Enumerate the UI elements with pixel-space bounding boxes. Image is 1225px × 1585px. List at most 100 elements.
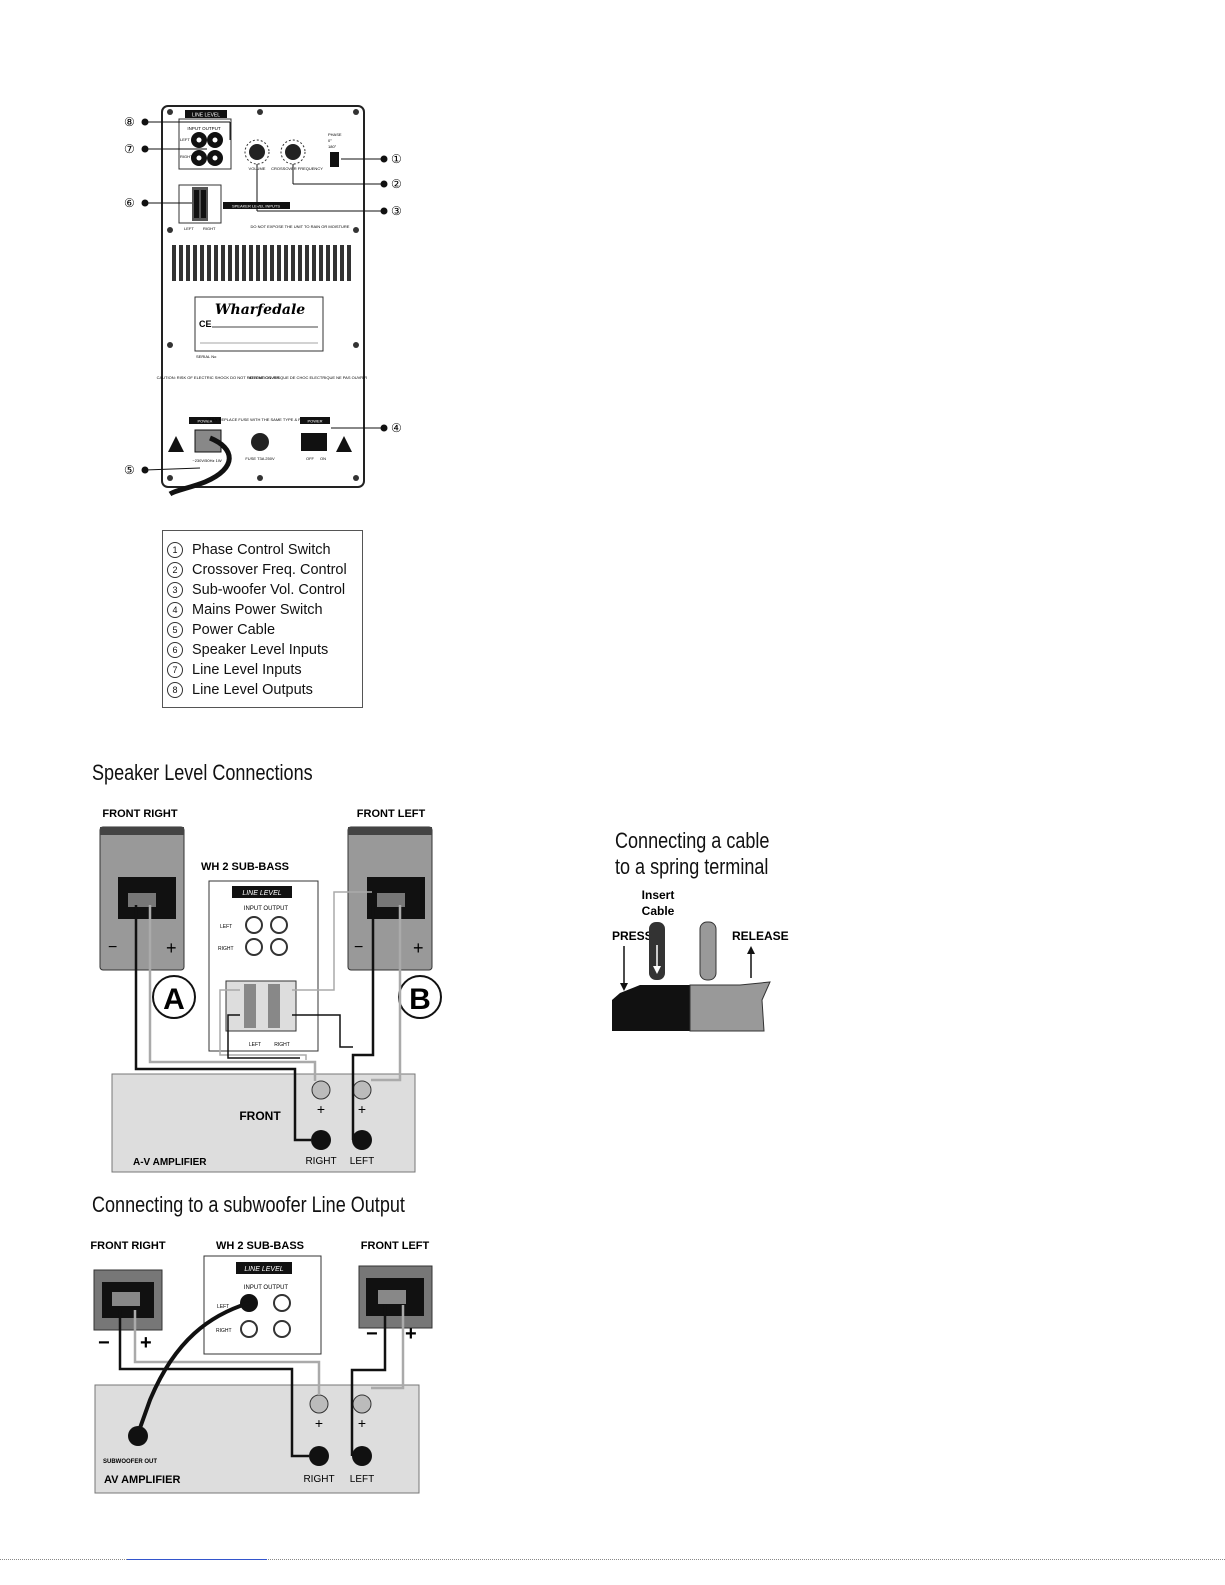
marker-a: [152, 975, 196, 1019]
amp-right-plus: +: [317, 1101, 325, 1117]
release-label: RELEASE: [732, 929, 789, 943]
fuse-label: FUSE T3A 250V: [245, 456, 275, 461]
callout-3: ③: [391, 204, 402, 218]
vent-slot: [172, 245, 176, 281]
legend-item: 5 Power Cable: [167, 620, 362, 640]
legend-number: 8: [167, 682, 183, 698]
vent-slot: [298, 245, 302, 281]
brand-logo: Wharfedale: [215, 302, 305, 318]
vent-slot: [179, 245, 183, 281]
fr-plus: +: [166, 938, 177, 958]
lo-amp-right-plus: +: [315, 1415, 323, 1431]
legend-item: 4 Mains Power Switch: [167, 600, 362, 620]
legend-label: Crossover Freq. Control: [192, 562, 347, 578]
callout-6: ⑥: [124, 196, 135, 210]
ce-mark: CE: [199, 319, 212, 329]
lo-wire-right-positive: [133, 1310, 321, 1395]
marker-b-text: B: [409, 983, 431, 1016]
fuse-note: ONLY REPLACE FUSE WITH THE SAME TYPE & R…: [207, 417, 313, 422]
legend-label: Sub-woofer Vol. Control: [192, 582, 346, 598]
line-level-tag: LINE LEVEL: [242, 890, 281, 897]
terminal-released: [689, 981, 771, 1032]
vent-slot: [312, 245, 316, 281]
vent-slot: [270, 245, 274, 281]
vent-slot: [284, 245, 288, 281]
legend-number: 3: [167, 582, 183, 598]
footer-link-line: [127, 1559, 267, 1560]
lo-front-left-label: FRONT LEFT: [361, 1240, 430, 1252]
vent-slot: [340, 245, 344, 281]
press-label: PRESS: [612, 929, 653, 943]
volume-knob-ring: [244, 139, 270, 165]
left-label: LEFT: [180, 137, 190, 142]
callout-4: ④: [391, 421, 402, 435]
callout-8: ⑧: [124, 115, 135, 129]
front-left-label: FRONT LEFT: [357, 808, 426, 820]
legend-label: Power Cable: [192, 622, 276, 638]
phase-switch[interactable]: [330, 152, 339, 167]
moisture-note: DO NOT EXPOSE THE UNIT TO RAIN OR MOISTU…: [251, 224, 350, 229]
amp-left-plus: +: [358, 1101, 366, 1117]
speaker-right-label: RIGHT: [203, 226, 216, 231]
mains-power-switch[interactable]: [301, 433, 327, 451]
warning-triangle-left-icon: [168, 436, 184, 452]
legend-number: 2: [167, 562, 183, 578]
legend-number: 6: [167, 642, 183, 658]
callout-7: ⑦: [124, 142, 135, 156]
vent-slot: [277, 245, 281, 281]
lo-left-label: LEFT: [217, 1304, 229, 1310]
line-output-heading: Connecting to a subwoofer Line Output: [92, 1192, 405, 1217]
terminal-left-label: LEFT: [249, 1042, 261, 1048]
sub-label: WH 2 SUB-BASS: [201, 861, 289, 873]
phase-label: PHASE: [328, 132, 342, 137]
vent-slot: [214, 245, 218, 281]
sub-left-label: LEFT: [220, 924, 232, 930]
caution-fr: ATTENTION: RISQUE DE CHOC ELECTRIQUE NE …: [249, 375, 367, 380]
lo-wire-right-negative: [118, 1310, 309, 1458]
legend-label: Mains Power Switch: [192, 602, 323, 618]
amp-left-label: LEFT: [350, 1156, 374, 1167]
vent-slot: [228, 245, 232, 281]
wire-b-positive: [371, 905, 402, 1082]
vent-slot: [193, 245, 197, 281]
lo-front-right-label: FRONT RIGHT: [90, 1240, 165, 1252]
crossover-knob[interactable]: [285, 144, 301, 160]
insert-label: Insert: [642, 888, 675, 902]
sub-out-label: SUBWOOFER OUT: [103, 1459, 157, 1465]
lo-wire-left-negative: [350, 1305, 387, 1456]
footer-rule: [0, 1559, 1225, 1560]
off-label: OFF: [306, 456, 315, 461]
warning-triangle-right-icon: [336, 436, 352, 452]
spring-heading-line1: Connecting a cable: [615, 828, 770, 853]
legend-label: Phase Control Switch: [192, 542, 331, 558]
line-level-tag-text: LINE LEVEL: [192, 113, 220, 119]
volume-knob[interactable]: [249, 144, 265, 160]
legend-number: 4: [167, 602, 183, 618]
lo-amp-left-label: LEFT: [350, 1474, 374, 1485]
speaker-level-heading: Speaker Level Connections: [92, 760, 313, 785]
phase-0: 0°: [328, 138, 332, 143]
sub-right-label: RIGHT: [218, 946, 234, 952]
sub-out-jack[interactable]: [128, 1426, 148, 1446]
lo-fr-plus: +: [140, 1332, 152, 1354]
vent-slot: [235, 245, 239, 281]
subwoofer-cable: [138, 1301, 250, 1429]
vent-grille: [172, 245, 351, 281]
fuse-holder[interactable]: [251, 433, 269, 451]
power-tag-right: POWER: [307, 419, 322, 424]
lo-amp-right-label: RIGHT: [303, 1474, 334, 1485]
lo-input-output-label: INPUT OUTPUT: [244, 1285, 289, 1291]
legend-item: 3 Sub-woofer Vol. Control: [167, 580, 362, 600]
vent-slot: [256, 245, 260, 281]
terminal-right-label: RIGHT: [274, 1042, 290, 1048]
crossover-label: CROSSOVER FREQUENCY: [271, 166, 323, 171]
legend-number: 5: [167, 622, 183, 638]
vent-slot: [319, 245, 323, 281]
